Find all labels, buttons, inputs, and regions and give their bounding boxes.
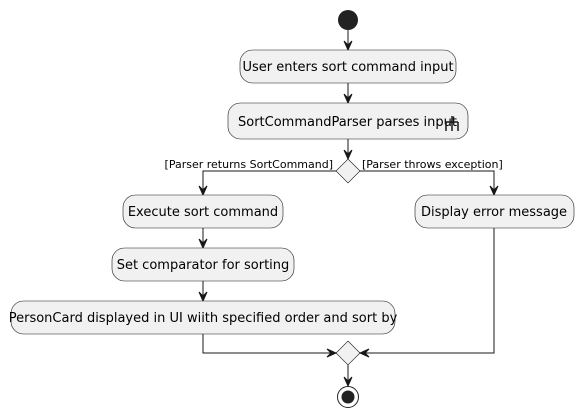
decision-diamond bbox=[335, 158, 361, 184]
edge-start-to-input bbox=[343, 30, 353, 52]
activity-enter-input: User enters sort command input bbox=[239, 49, 457, 84]
activity-set-comparator-label: Set comparator for sorting bbox=[117, 258, 290, 273]
activity-display-cards-label: PersonCard displayed in UI wiith specifi… bbox=[9, 311, 398, 326]
edge-error-to-merge bbox=[358, 228, 495, 358]
activity-parse-input: SortCommandParser parses input bbox=[227, 102, 469, 140]
activity-execute-sort-label: Execute sort command bbox=[128, 205, 278, 220]
activity-set-comparator: Set comparator for sorting bbox=[111, 247, 295, 282]
edge-cards-to-merge bbox=[202, 334, 338, 358]
start-node bbox=[338, 10, 358, 30]
edge-decision-to-execute bbox=[198, 170, 336, 197]
edge-parse-to-decision bbox=[343, 139, 353, 161]
rake-icon bbox=[445, 116, 459, 131]
edge-decision-to-error bbox=[360, 170, 499, 197]
guard-left-label: [Parser returns SortCommand] bbox=[165, 158, 333, 171]
edge-input-to-parse bbox=[343, 83, 353, 105]
activity-execute-sort: Execute sort command bbox=[122, 194, 284, 229]
edge-comparator-to-cards bbox=[198, 281, 208, 303]
activity-parse-input-label: SortCommandParser parses input bbox=[238, 115, 457, 130]
activity-enter-input-label: User enters sort command input bbox=[242, 60, 453, 75]
activity-display-error-label: Display error message bbox=[421, 205, 567, 220]
activity-display-error: Display error message bbox=[414, 194, 575, 229]
guard-right-label: [Parser throws exception] bbox=[362, 158, 503, 171]
edge-merge-to-end bbox=[343, 365, 353, 388]
activity-display-cards: PersonCard displayed in UI wiith specifi… bbox=[9, 300, 398, 335]
end-node bbox=[337, 386, 359, 408]
edge-execute-to-comparator bbox=[198, 228, 208, 250]
merge-diamond bbox=[335, 340, 361, 366]
